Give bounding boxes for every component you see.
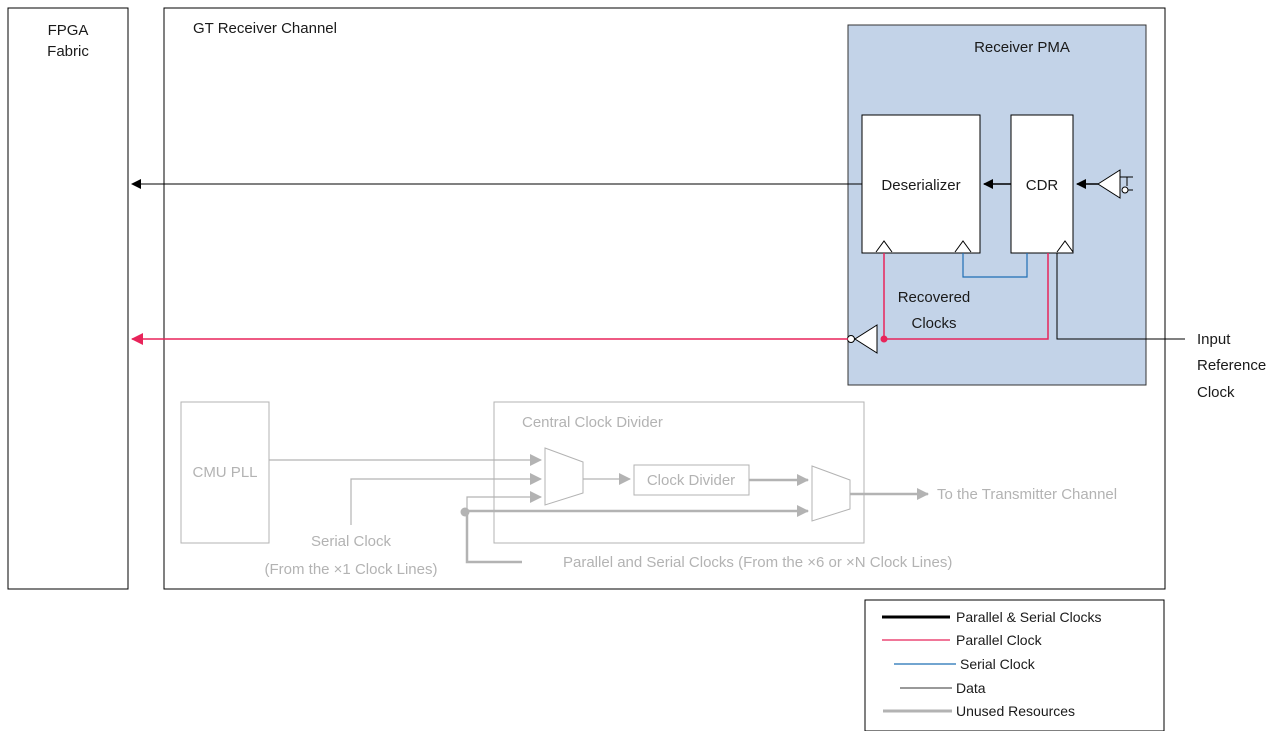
deserializer-block xyxy=(861,114,981,254)
legend-box xyxy=(864,599,1165,731)
parallel-clock-line-cdr xyxy=(884,253,1049,340)
cdr-block xyxy=(1010,114,1074,254)
serial-clock-label-line1: Serial Clock xyxy=(311,533,392,550)
input-reference-clock-label: Input Reference Clock xyxy=(1197,331,1266,401)
input-buffer-icon xyxy=(1097,169,1133,199)
input-reference-clock-line xyxy=(1056,253,1185,340)
legend-label-parallel-serial: Parallel & Serial Clocks xyxy=(956,609,1102,625)
legend-label-parallel: Parallel Clock xyxy=(956,632,1043,648)
channel-title: GT Receiver Channel xyxy=(193,20,337,37)
unused-resources: CMU PLL Central Clock Divider Clock Divi… xyxy=(180,401,1117,578)
deserializer-clock-pin-left xyxy=(875,240,893,253)
central-divider-label: Central Clock Divider xyxy=(522,414,663,431)
bus-to-mux1-line xyxy=(466,491,542,511)
cmu-pll-block xyxy=(180,401,270,544)
ref-clock-line2: Reference xyxy=(1197,357,1266,374)
ref-clock-line3: Clock xyxy=(1197,384,1235,401)
output-buffer-icon xyxy=(847,324,878,354)
fpga-fabric-block: FPGA Fabric xyxy=(7,7,129,590)
to-transmitter-label: To the Transmitter Channel xyxy=(937,486,1117,503)
deserializer-label: Deserializer xyxy=(881,177,960,194)
central-clock-divider-block xyxy=(493,401,865,544)
serial-clock-input-line xyxy=(350,473,542,525)
fpga-label-line2: Fabric xyxy=(47,43,89,60)
recovered-clocks-line1: Recovered xyxy=(898,289,971,306)
receiver-pma: Receiver PMA Deserializer CDR xyxy=(847,24,1185,386)
parallel-clock-junction xyxy=(880,335,888,343)
clock-divider-label: Clock Divider xyxy=(647,472,735,489)
bus-junction xyxy=(460,507,470,517)
cmu-pll-label: CMU PLL xyxy=(192,464,257,481)
legend-label-serial: Serial Clock xyxy=(960,656,1036,672)
clock-divider-block xyxy=(633,464,750,496)
parallel-serial-bus-vertical xyxy=(465,511,522,564)
serial-clock-line xyxy=(962,253,1028,278)
mux-2 xyxy=(811,465,851,522)
recovered-clocks-line2: Clocks xyxy=(911,315,956,332)
pma-title: Receiver PMA xyxy=(974,39,1070,56)
cdr-label: CDR xyxy=(1026,177,1059,194)
parallel-serial-label: Parallel and Serial Clocks (From the ×6 … xyxy=(563,554,952,571)
legend: Parallel & Serial Clocks Parallel Clock … xyxy=(864,599,1165,731)
fpga-label-line1: FPGA xyxy=(48,22,89,39)
legend-label-unused: Unused Resources xyxy=(956,703,1075,719)
cdr-clock-pin xyxy=(1056,240,1074,253)
mux-1 xyxy=(544,447,584,506)
deserializer-clock-pin-right xyxy=(954,240,972,253)
gt-receiver-channel: GT Receiver Channel xyxy=(163,7,1166,590)
serial-clock-label-line2: (From the ×1 Clock Lines) xyxy=(265,561,438,578)
ref-clock-line1: Input xyxy=(1197,331,1231,348)
legend-label-data: Data xyxy=(956,680,986,696)
